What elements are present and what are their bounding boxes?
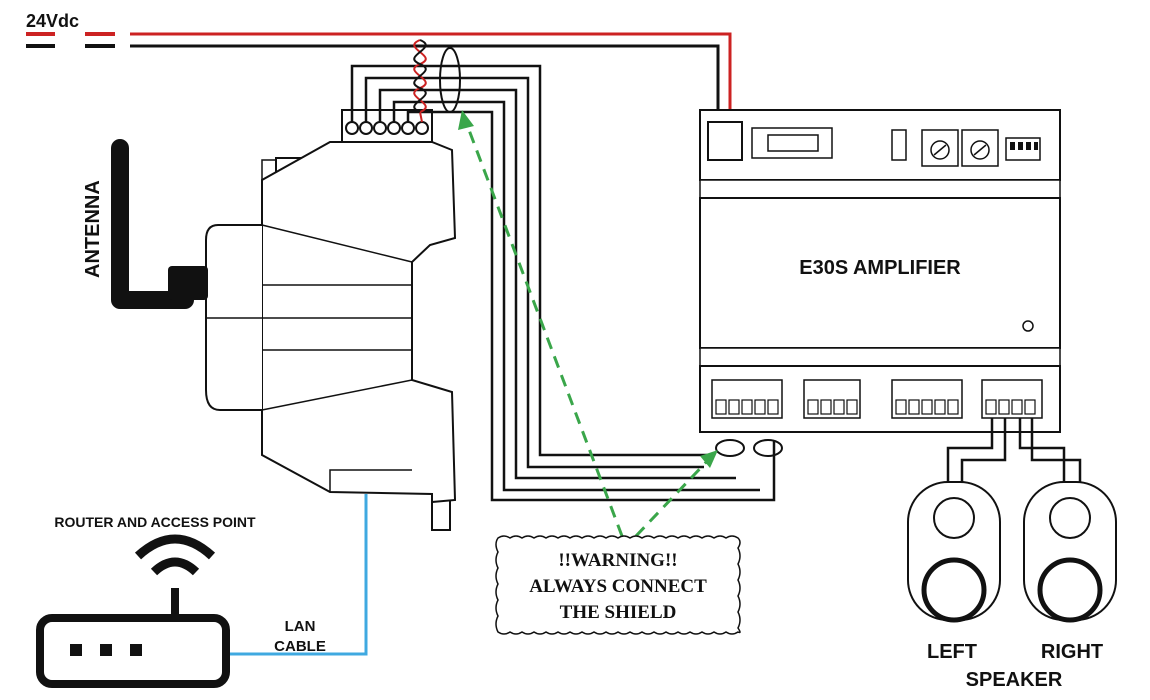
lan-cable [230, 494, 368, 656]
lan-label-line2: CABLE [274, 638, 326, 655]
right-speaker-label: RIGHT [1041, 641, 1103, 663]
antenna-icon [111, 139, 208, 309]
speaker-cables [946, 418, 1082, 490]
warning-line1: !!WARNING!! [558, 550, 677, 571]
left-speaker-label: LEFT [927, 641, 977, 663]
shield-marker-top [439, 47, 461, 113]
warning-arrowhead-right [700, 450, 718, 468]
router-label: ROUTER AND ACCESS POINT [54, 514, 256, 530]
controller-cables [350, 64, 776, 502]
warning-arrowhead-up [458, 110, 474, 130]
amplifier-unit [699, 109, 1061, 433]
warning-line2: ALWAYS CONNECT [529, 576, 707, 597]
warning-line3: THE SHIELD [560, 602, 677, 623]
speaker-label: SPEAKER [966, 669, 1063, 691]
power-label: 24Vdc [26, 11, 79, 31]
controller-unit [205, 109, 457, 531]
antenna-label: ANTENNA [82, 180, 104, 278]
warning-arrows [464, 121, 714, 538]
speaker-icon [1023, 481, 1117, 623]
warning-box [495, 535, 741, 635]
speaker-icon [907, 481, 1001, 623]
amp-power-terminal [707, 121, 743, 161]
shield-marker-amp-2 [753, 439, 783, 457]
lan-label-line1: LAN [285, 618, 316, 635]
amplifier-label: E30S AMPLIFIER [799, 257, 961, 279]
wifi-router-icon [36, 534, 230, 688]
power-supply-lines: 24Vdc [26, 11, 732, 122]
shield-marker-amp-1 [715, 439, 745, 457]
